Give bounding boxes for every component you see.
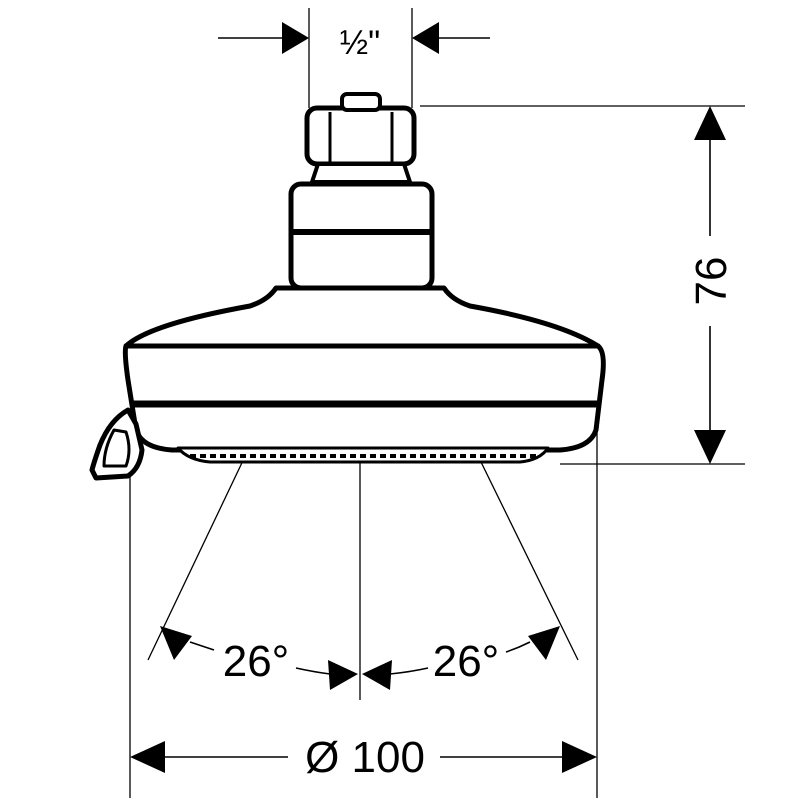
angle-arc-left-b <box>295 667 331 675</box>
head-dome <box>123 285 601 349</box>
thread-size-label: ½" <box>340 24 380 62</box>
angle-arrow-right-outer <box>528 626 560 660</box>
height-arrow-bottom <box>694 430 726 464</box>
angle-arc-right-a <box>389 667 429 675</box>
angle-left-label: 26° <box>223 637 290 686</box>
nut-top-pin <box>340 92 382 112</box>
diameter-arrow-left <box>130 741 165 773</box>
swivel-nut <box>304 105 417 167</box>
angle-arc-right-b <box>505 641 531 653</box>
diameter-arrow-right <box>562 741 597 773</box>
angle-right-label: 26° <box>433 637 500 686</box>
angle-arrow-right-inner <box>362 660 392 690</box>
head-body <box>122 343 606 453</box>
thread-arrow-left <box>282 22 309 54</box>
angle-arrow-left-outer <box>160 626 192 660</box>
shower-head <box>89 92 606 481</box>
joint-housing <box>288 181 435 291</box>
angle-arrow-left-inner <box>328 660 358 690</box>
dimension-lines <box>162 37 711 758</box>
lever-inner <box>102 428 131 468</box>
neck <box>310 162 412 184</box>
height-label: 76 <box>687 257 736 306</box>
thread-arrow-right <box>412 22 439 54</box>
arrowheads <box>130 22 726 773</box>
angle-arc-left-a <box>189 641 215 651</box>
diameter-label: Ø 100 <box>305 733 425 782</box>
height-arrow-top <box>694 106 726 140</box>
